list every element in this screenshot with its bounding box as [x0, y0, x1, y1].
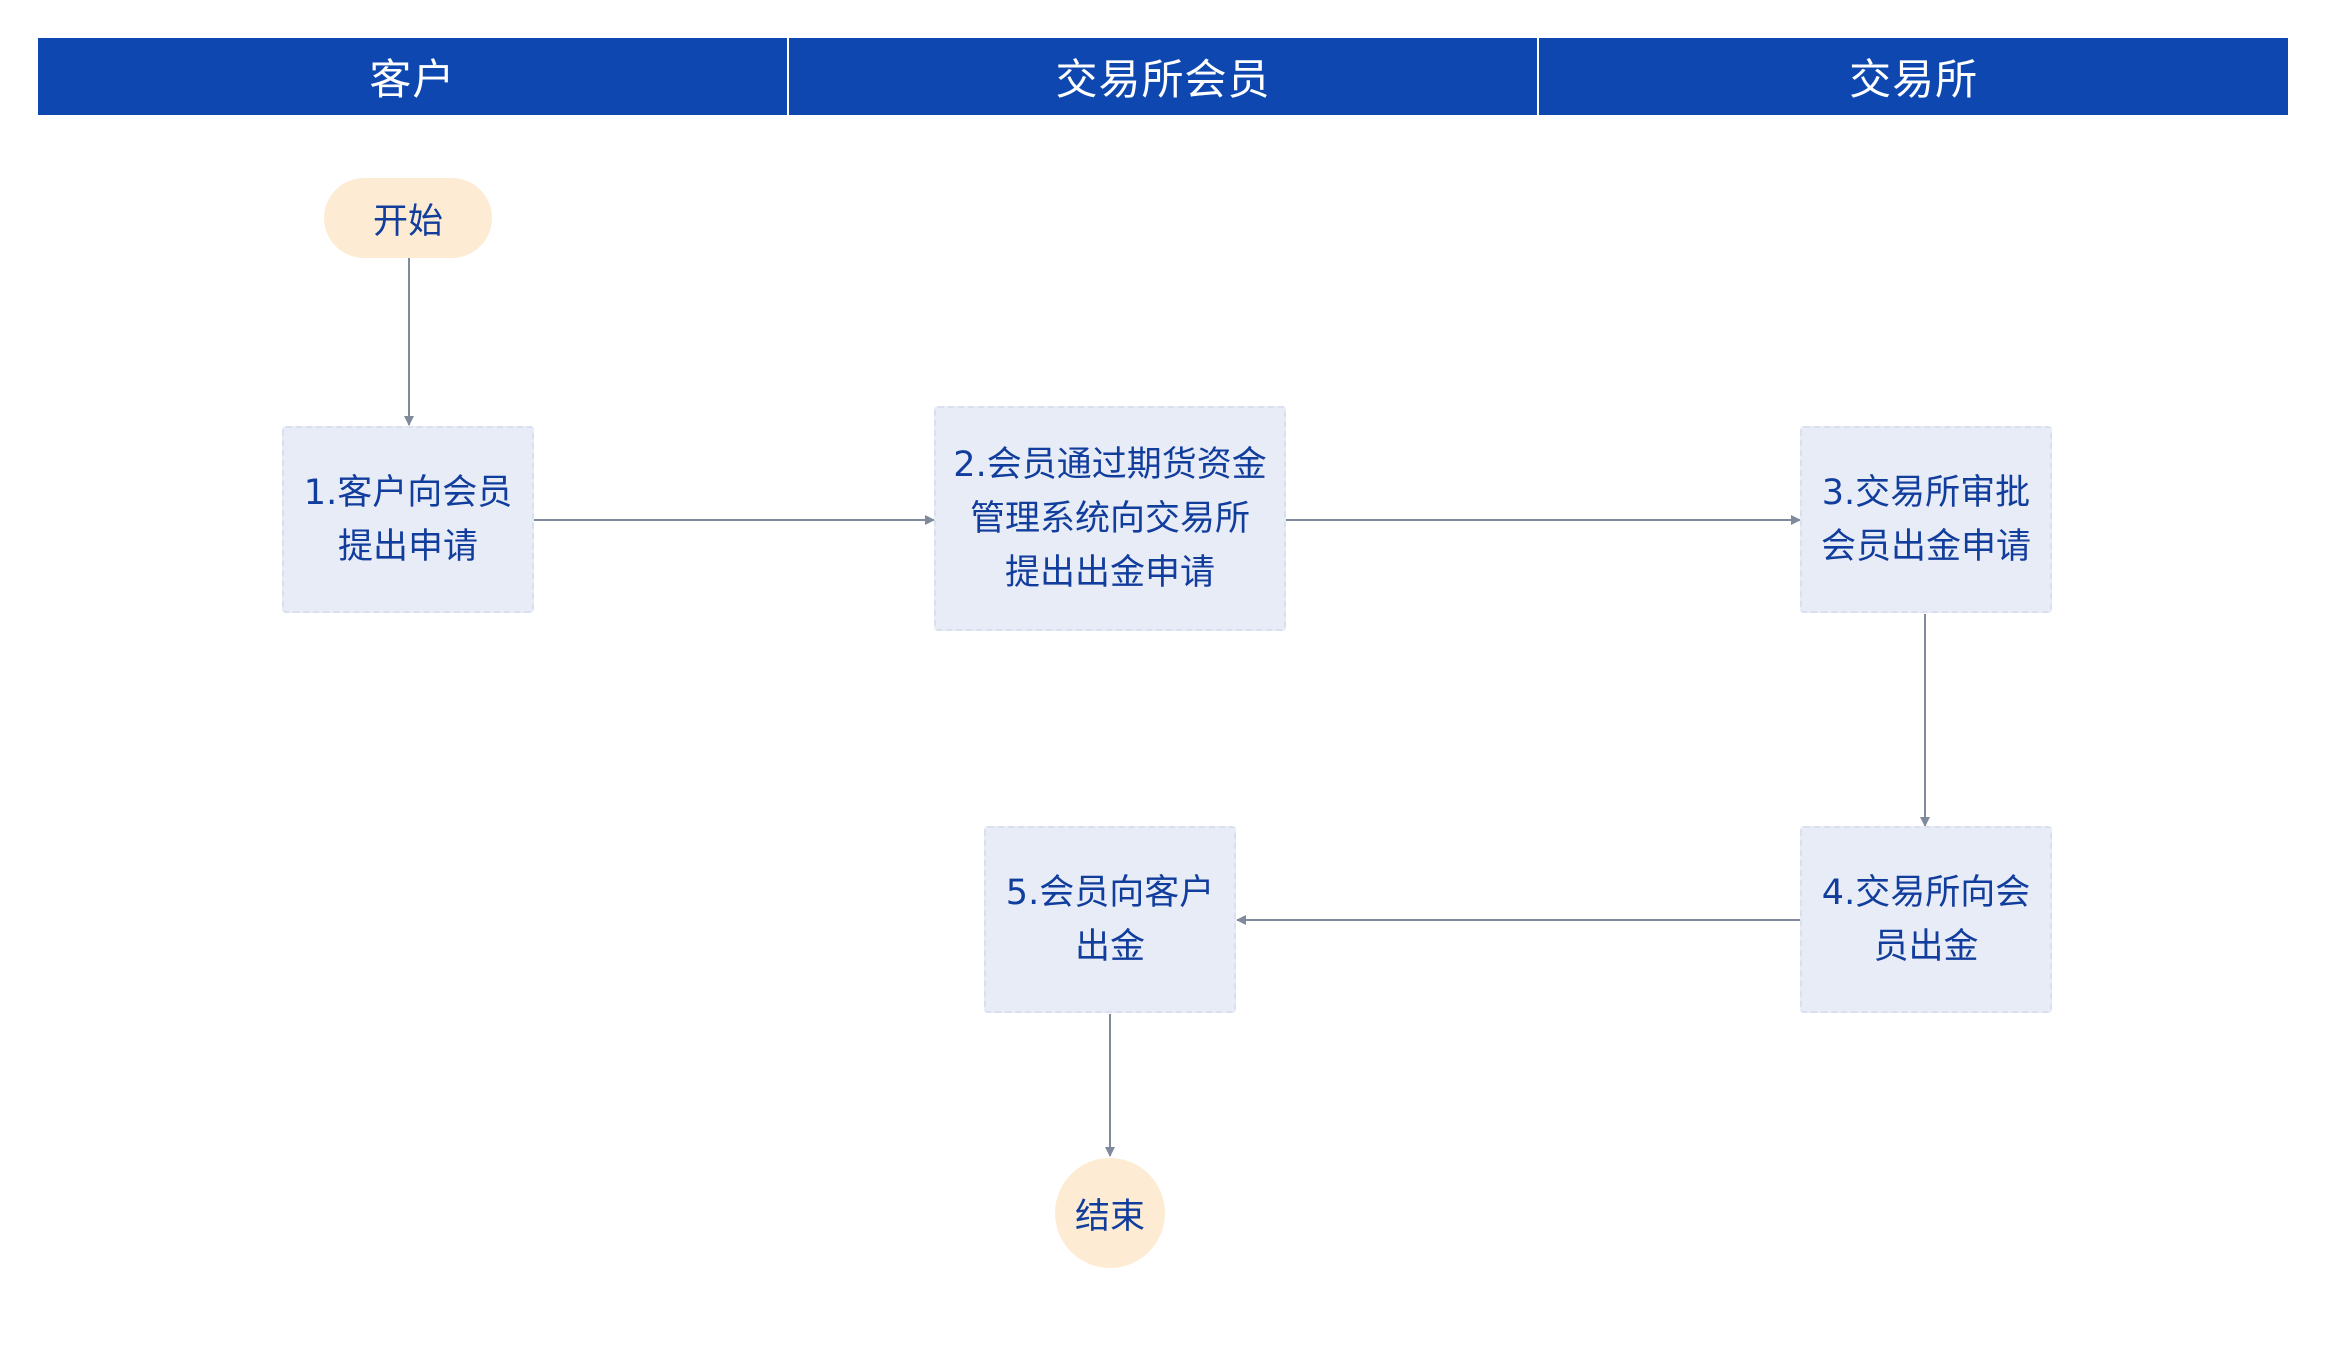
process-step-5: 5.会员向客户 出金 [984, 826, 1236, 1013]
swimlane-header: 客户 交易所会员 交易所 [38, 38, 2288, 115]
end-node: 结束 [1055, 1158, 1165, 1268]
process-step-1: 1.客户向会员 提出申请 [282, 426, 534, 613]
process-step-2: 2.会员通过期货资金 管理系统向交易所 提出出金申请 [934, 406, 1286, 631]
start-node: 开始 [324, 178, 492, 258]
process-step-3: 3.交易所审批 会员出金申请 [1800, 426, 2052, 613]
lane-header-customer: 客户 [369, 55, 456, 104]
process-step-4: 4.交易所向会 员出金 [1800, 826, 2052, 1013]
lane-header-exchange-member: 交易所会员 [786, 38, 1538, 115]
lane-header-exchange: 交易所 [1537, 38, 2288, 115]
